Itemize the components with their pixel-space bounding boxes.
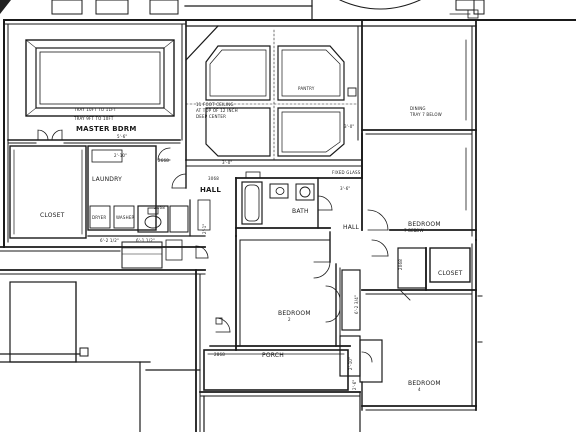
room-label-dining: DINING xyxy=(410,106,426,111)
dim-3-0: 3'-0" xyxy=(344,124,355,129)
room-label-hall-east: HALL xyxy=(343,224,360,231)
note-tray-east: TRAY 7 BELOW xyxy=(410,112,442,117)
dim-6-2-3-4: 6'-2 3/4" xyxy=(354,295,359,314)
dim-6-2: 6'-2 1/2" xyxy=(100,238,119,243)
door-code-2468: 2468 xyxy=(154,205,165,210)
note-tray-center: 7 BELOW xyxy=(404,228,424,233)
note-ceiling-3: DEEP CENTER xyxy=(196,114,227,119)
room-label-pantry: PANTRY xyxy=(298,86,315,91)
note-ceiling-1: 11 FOOT CEILING xyxy=(196,102,234,107)
room-label-porch: PORCH xyxy=(262,352,284,359)
room-label-dryer: DRYER xyxy=(92,215,107,220)
note-tray-2: TRAY 9FT TO 10FT xyxy=(74,116,114,121)
room-label-bedroom-center: BEDROOM xyxy=(278,310,311,317)
dim-3-0b: 3'-0" xyxy=(222,160,233,165)
room-label-bedroom-center-num: 2 xyxy=(288,317,291,322)
dim-3-6: 3'-6" xyxy=(340,186,351,191)
room-label-bedroom-east: BEDROOM xyxy=(408,221,441,228)
door-code-3068: 3068 xyxy=(208,176,219,181)
room-label-hall: HALL xyxy=(200,186,221,194)
dim-6-1: 6'-1 1/2" xyxy=(136,238,155,243)
dim-2-6: 2'-6" xyxy=(352,379,357,390)
note-ceiling-2: AT TOP OF 12 INCH xyxy=(196,108,238,113)
room-label-bedroom-south: BEDROOM xyxy=(408,380,441,387)
room-label-bedroom-south-num: 4 xyxy=(418,387,421,392)
room-label-laundry: LAUNDRY xyxy=(92,176,122,183)
scan-edge-corner xyxy=(0,0,11,14)
door-code-2868: 2868 xyxy=(214,352,225,357)
room-label-closet-east: CLOSET xyxy=(438,270,463,277)
room-label-closet: CLOSET xyxy=(40,212,65,219)
room-label-bath: BATH xyxy=(292,208,309,215)
door-code-2668: 2668 xyxy=(158,158,169,163)
note-tray-1: TRAY 10FT TO 11FT xyxy=(74,107,117,112)
door-code-2068: 2068 xyxy=(398,259,403,270)
dim-5-6: 5'-6" xyxy=(117,134,128,139)
room-label-master-bedroom: MASTER BDRM xyxy=(76,125,137,133)
dim-2-10: 2'-10" xyxy=(114,153,128,158)
dim-2-1: 2'-1" xyxy=(202,223,207,234)
room-label-bedroom-east-num: 3 xyxy=(414,228,417,233)
dim-2-10b: 2'-10" xyxy=(348,356,353,370)
note-fixed-glass: FIXED GLASS xyxy=(332,170,361,175)
room-label-washer: WASHER xyxy=(116,215,135,220)
